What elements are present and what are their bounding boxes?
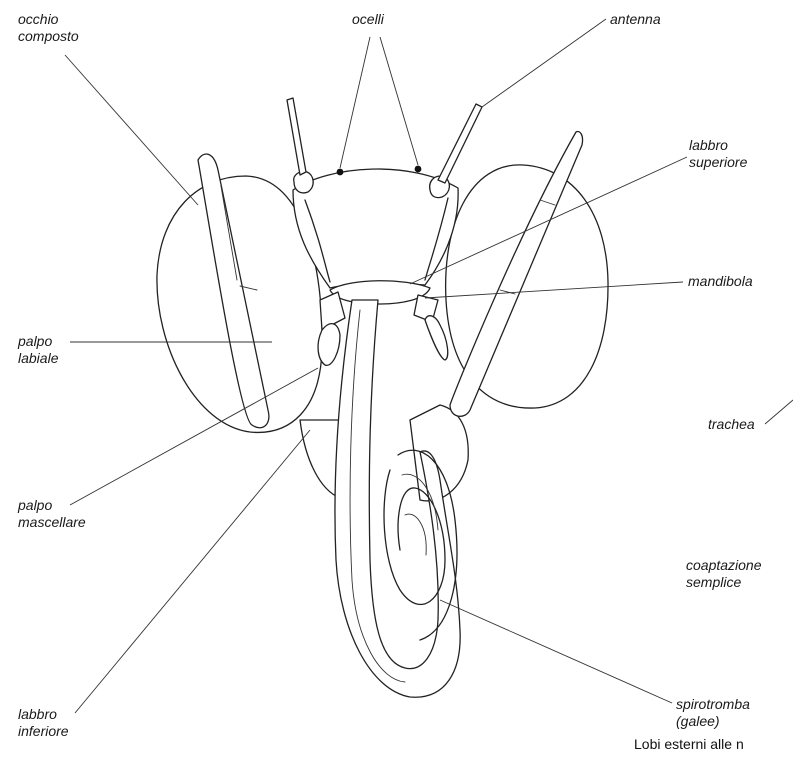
leader-spirotromba xyxy=(440,600,672,703)
right-ocellus xyxy=(415,166,422,173)
leader-ocelli-left xyxy=(340,37,370,168)
proboscis xyxy=(335,300,460,697)
leader-antenna xyxy=(482,19,606,107)
label-palpo-mascellare: palpo mascellare xyxy=(18,497,86,531)
label-mandibola: mandibola xyxy=(688,273,753,290)
label-spirotromba-galee: spirotromba (galee) xyxy=(676,696,750,730)
left-antenna xyxy=(294,172,313,193)
leader-occhio xyxy=(65,55,198,205)
label-antenna: antenna xyxy=(610,11,661,28)
label-labbro-inferiore: labbro inferiore xyxy=(18,706,69,740)
label-labbro-superiore: labbro superiore xyxy=(689,137,747,171)
leader-trachea xyxy=(765,400,793,424)
left-ocellus xyxy=(337,169,344,176)
label-coaptazione-semplice: coaptazione semplice xyxy=(686,557,762,591)
leader-ocelli-right xyxy=(380,37,418,165)
labrum xyxy=(330,281,430,304)
leader-labbro-inf xyxy=(75,430,310,713)
caption-text: Lobi esterni alle n xyxy=(634,736,744,752)
label-ocelli: ocelli xyxy=(352,11,384,28)
right-maxillary-palp xyxy=(425,316,448,360)
label-palpo-labiale: palpo labiale xyxy=(18,333,58,367)
label-occhio-composto: occhio composto xyxy=(18,11,79,45)
label-trachea: trachea xyxy=(708,416,755,433)
